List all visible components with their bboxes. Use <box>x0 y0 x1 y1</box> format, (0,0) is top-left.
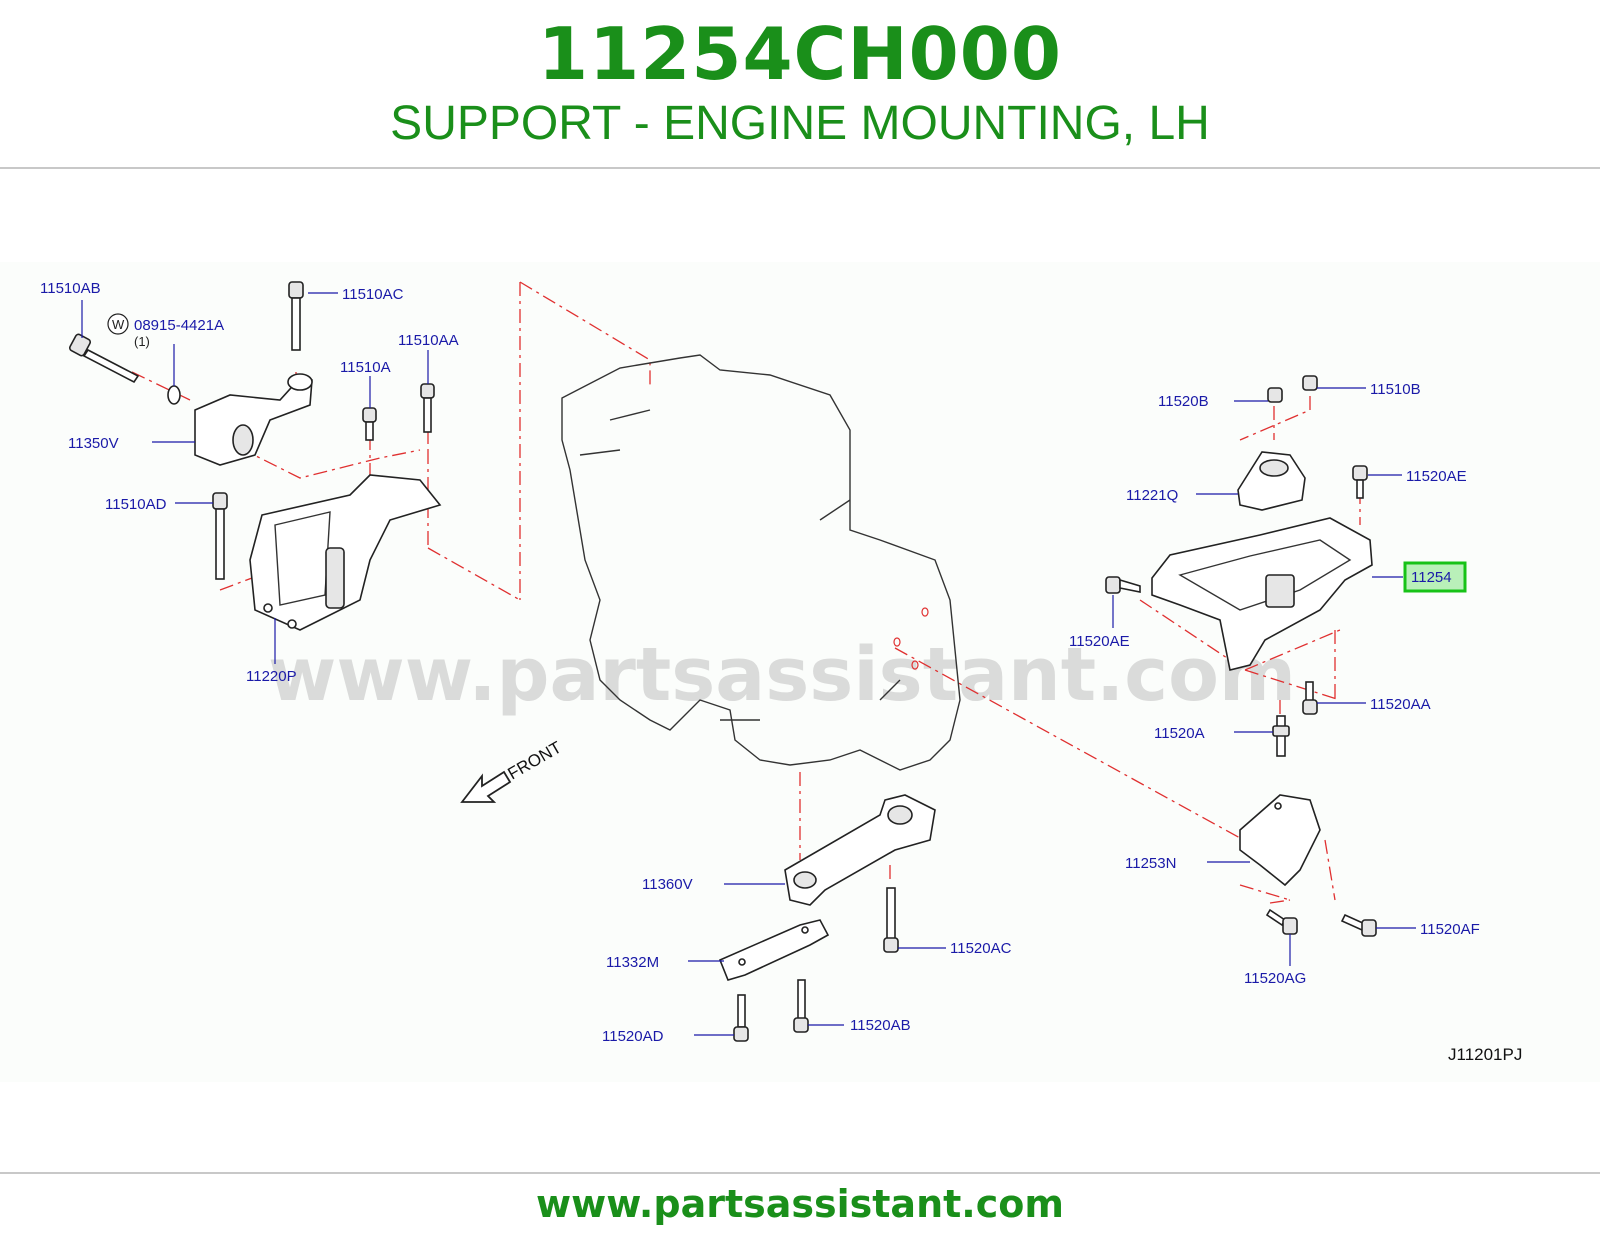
bolt-11520AF <box>1340 913 1377 937</box>
callout-11520AG[interactable]: 11520AG <box>1244 970 1306 987</box>
callout-11520AC[interactable]: 11520AC <box>950 940 1012 957</box>
highlight-box <box>1403 561 1467 593</box>
bolt-11510AC <box>288 281 304 351</box>
engine-hole-marker <box>893 637 901 647</box>
bolt-11520AA <box>1302 681 1318 715</box>
bolt-11520AB <box>793 979 809 1033</box>
front-arrow-icon <box>460 770 512 803</box>
washer-08915-4421A <box>167 385 181 405</box>
support-engine-mounting-11254 <box>1151 517 1373 671</box>
callout-08915-4421A[interactable]: 08915-4421A <box>134 317 224 334</box>
callout-11332M[interactable]: 11332M <box>606 954 659 971</box>
watermark-text: www.partsassistant.com <box>268 632 1296 718</box>
bolt-11520AG <box>1265 908 1298 935</box>
insulator-11221Q <box>1237 451 1306 511</box>
page-header: 11254CH000 SUPPORT - ENGINE MOUNTING, LH <box>0 0 1600 170</box>
callout-11520AF[interactable]: 11520AF <box>1420 921 1480 938</box>
callout-11520AE-left[interactable]: 11520AE <box>1069 633 1130 650</box>
washer-symbol: W <box>112 317 125 332</box>
front-direction-indicator: FRONT <box>460 738 565 803</box>
bracket-11253N <box>1239 794 1321 887</box>
bolt-11510AD <box>212 492 228 580</box>
callout-11253N[interactable]: 11253N <box>1125 855 1176 872</box>
bracket-11220P <box>249 474 442 631</box>
front-label: FRONT <box>505 738 565 784</box>
callout-11221Q[interactable]: 11221Q <box>1126 487 1178 504</box>
bolt-11520AE-left <box>1105 576 1141 594</box>
callout-11350V[interactable]: 11350V <box>68 435 119 452</box>
callout-11254-highlighted[interactable]: 11254 <box>1403 561 1467 593</box>
stud-11520A <box>1272 715 1290 757</box>
callout-11520AB[interactable]: 11520AB <box>850 1017 911 1034</box>
bracket-11332M <box>718 919 830 981</box>
callout-11360V[interactable]: 11360V <box>642 876 693 893</box>
callout-11510AC[interactable]: 11510AC <box>342 286 404 303</box>
callout-11520AE-top[interactable]: 11520AE <box>1406 468 1467 485</box>
callout-11520AD[interactable]: 11520AD <box>602 1028 664 1045</box>
bolt-11510A <box>362 407 377 441</box>
torque-rod-11360V <box>784 794 936 906</box>
callout-11520A[interactable]: 11520A <box>1154 725 1205 742</box>
washer-quantity: (1) <box>134 334 150 349</box>
engine-block-outline <box>561 354 961 771</box>
engine-hole-marker <box>921 607 929 617</box>
diagram-reference-code: J11201PJ <box>1448 1045 1522 1064</box>
washer-note: W 08915-4421A (1) <box>107 313 224 349</box>
part-description-subtitle: SUPPORT - ENGINE MOUNTING, LH <box>390 97 1210 150</box>
bolt-11520AC <box>883 887 899 953</box>
callout-11510B[interactable]: 11510B <box>1370 381 1421 398</box>
callout-11510AD[interactable]: 11510AD <box>105 496 167 513</box>
header-divider <box>0 167 1600 169</box>
engine-hole-marker <box>911 660 919 670</box>
part-number-title: 11254CH000 <box>538 12 1062 96</box>
bolt-11520AE-top <box>1352 465 1368 499</box>
callout-11510AB[interactable]: 11510AB <box>40 280 101 297</box>
callout-11254[interactable]: 11254 <box>1411 569 1452 586</box>
callout-11220P[interactable]: 11220P <box>246 668 297 685</box>
nut-11510B <box>1302 375 1318 391</box>
nut-11520B <box>1267 387 1283 403</box>
callout-11520B[interactable]: 11520B <box>1158 393 1209 410</box>
footer-website-link[interactable]: www.partsassistant.com <box>536 1182 1064 1226</box>
callout-11520AA[interactable]: 11520AA <box>1370 696 1431 713</box>
bolt-11520AD <box>733 994 749 1042</box>
bolt-11510AA <box>420 383 435 433</box>
callout-leaders <box>81 292 1416 1036</box>
callout-11510A[interactable]: 11510A <box>340 359 391 376</box>
callout-11510AA[interactable]: 11510AA <box>398 332 459 349</box>
bolt-11510AB <box>68 333 140 384</box>
mount-11350V <box>194 373 313 466</box>
footer-divider <box>0 1172 1600 1174</box>
washer-symbol-icon <box>107 313 129 335</box>
